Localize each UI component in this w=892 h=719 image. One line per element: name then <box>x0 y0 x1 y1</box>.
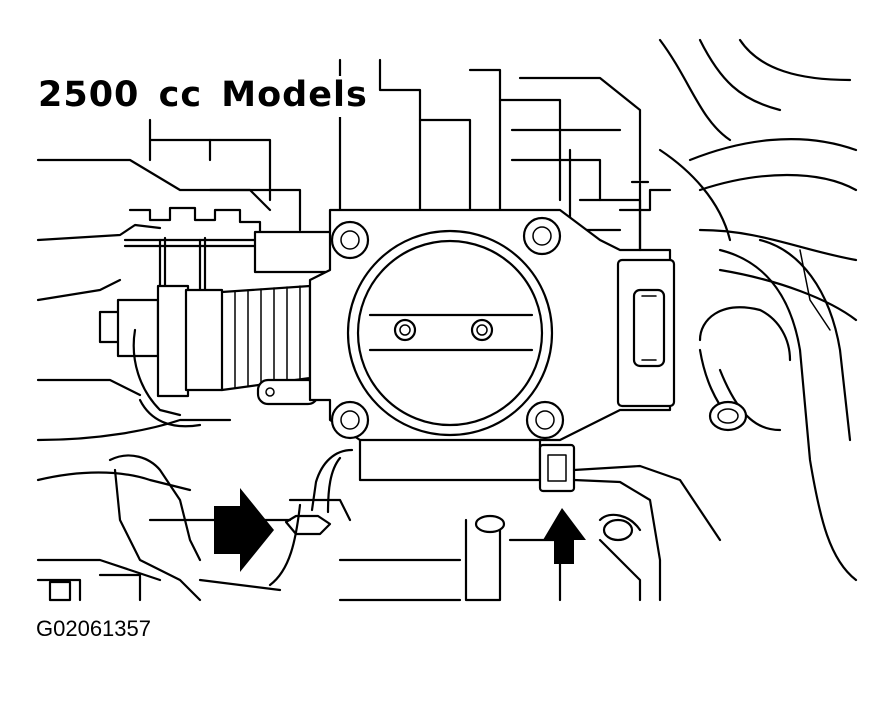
background-structures <box>36 38 858 331</box>
diagram-title: 2500 cc Models <box>36 76 374 117</box>
hose-clamp-arrow <box>214 488 274 572</box>
throttle-body <box>308 180 676 442</box>
pulley-assembly <box>98 284 320 428</box>
connector-arrow <box>543 508 586 564</box>
lower-section <box>268 438 722 602</box>
figure-id: G02061357 <box>36 616 151 641</box>
cable-bracket <box>36 206 337 442</box>
right-hoses <box>698 238 858 582</box>
